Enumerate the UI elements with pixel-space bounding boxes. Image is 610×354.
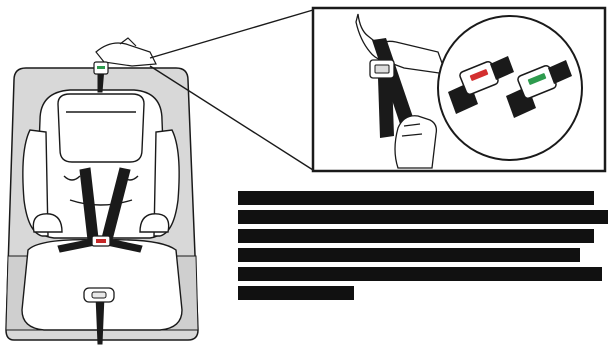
crotch-buckle <box>84 288 114 302</box>
redacted-line <box>238 210 608 224</box>
redacted-line <box>238 248 580 262</box>
chest-clip <box>92 236 110 246</box>
strap-buckle <box>370 60 394 78</box>
redacted-line <box>238 191 594 205</box>
detail-panel <box>313 8 605 171</box>
lower-hand-icon <box>395 116 436 168</box>
redacted-line <box>238 267 602 281</box>
buckle-detail-circle <box>438 16 582 160</box>
redacted-line <box>238 286 354 300</box>
redacted-line <box>238 229 594 243</box>
